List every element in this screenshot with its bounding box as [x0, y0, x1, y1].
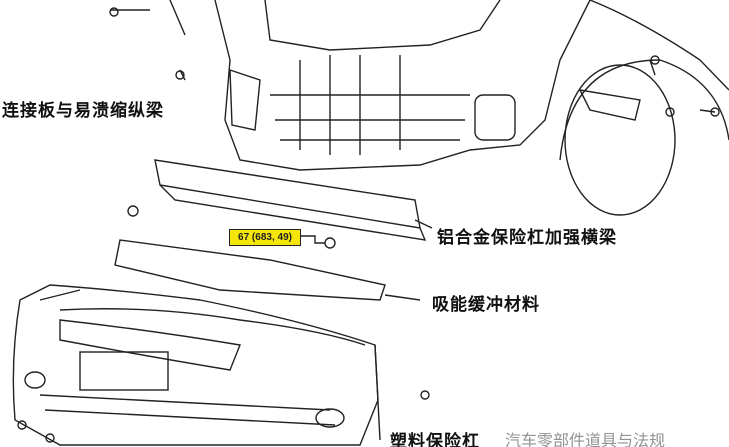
label-plastic-bumper: 塑料保险杠 [390, 432, 480, 447]
tag-leader [299, 235, 325, 244]
reinforcement-beam [154, 159, 433, 241]
energy-absorber [114, 239, 421, 301]
bumper-cover [12, 284, 381, 446]
label-energy-absorber: 吸能缓冲材料 [432, 295, 540, 315]
label-reinforcement-beam: 铝合金保险杠加强横梁 [437, 228, 617, 248]
annotation-tag: 67 (683, 49) [229, 229, 301, 246]
car-front-body [214, 0, 729, 216]
label-crash-box: 连接板与易溃缩纵梁 [2, 101, 164, 121]
parts-and-bolts [17, 0, 720, 443]
watermark: 汽车零部件道具与法规 [505, 431, 666, 447]
